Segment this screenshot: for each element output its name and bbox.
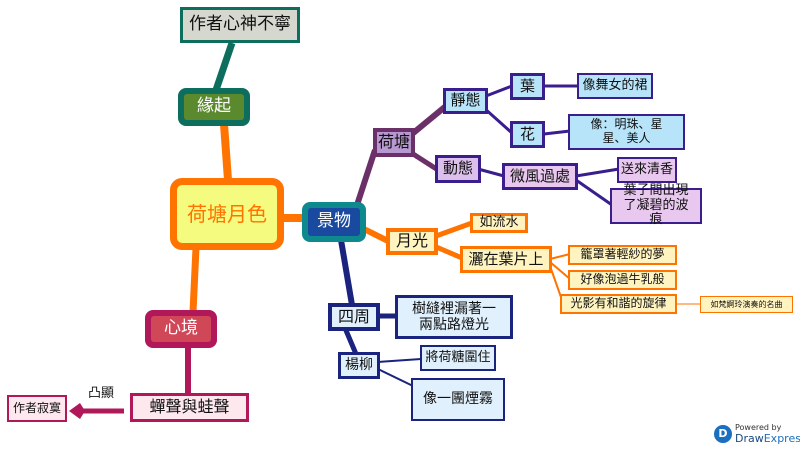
leaf-desc-node[interactable]: 像舞女的裙 <box>577 73 653 99</box>
line-c2-i2 <box>549 261 571 280</box>
line-breeze-c2 <box>575 178 613 207</box>
moon-item-2[interactable]: 好像泡過牛乳般 <box>568 270 677 290</box>
line-static-leaf <box>485 84 513 98</box>
scenery-node[interactable]: 景物 <box>302 202 366 242</box>
line-dynamic-breeze <box>477 167 505 178</box>
line-scenery-pond <box>354 149 378 206</box>
line-pond-static <box>410 103 448 137</box>
line-root-origin <box>220 123 232 181</box>
watermark-brand-1: Draw <box>735 431 764 445</box>
static-node[interactable]: 靜態 <box>443 88 488 114</box>
line-static-flower <box>483 106 513 135</box>
mood-label: 心境 <box>151 316 211 342</box>
origin-node[interactable]: 緣起 <box>178 88 250 126</box>
line-origin-top <box>212 41 236 92</box>
drawexpress-watermark: D Powered by DrawExpress <box>714 423 800 445</box>
root-node[interactable]: 荷塘月色 <box>170 178 284 250</box>
line-willow-c1 <box>377 358 422 363</box>
relation-label: 凸顯 <box>87 385 114 401</box>
line-surround-willow <box>342 327 359 355</box>
watermark-brand-2: Express <box>763 431 800 445</box>
breeze-node[interactable]: 微風過處 <box>502 163 578 190</box>
line-scenery-moon <box>360 225 392 245</box>
willow-c2-node[interactable]: 像一團煙霧 <box>411 378 505 421</box>
relation-target-node[interactable]: 作者寂寞 <box>7 395 67 422</box>
leaf-node[interactable]: 葉 <box>510 73 545 100</box>
moon-item-3[interactable]: 光影有和諧的旋律 <box>560 294 677 314</box>
line-willow-c2 <box>377 368 414 387</box>
line-root-mood <box>189 247 200 313</box>
willow-c1-node[interactable]: 將荷糖圍住 <box>420 345 496 371</box>
watermark-powered: Powered by <box>735 423 782 432</box>
line-c2-i1 <box>549 253 571 260</box>
mood-child-node[interactable]: 蟬聲與蛙聲 <box>130 393 249 422</box>
breeze-c1-node[interactable]: 送來清香 <box>617 157 677 183</box>
line-scenery-surround <box>338 239 355 306</box>
surround-node[interactable]: 四周 <box>328 303 380 331</box>
surround-c1-node[interactable]: 樹縫裡漏著一兩點路燈光 <box>395 295 513 339</box>
origin-label: 緣起 <box>184 94 244 120</box>
line-flower-desc <box>543 129 571 136</box>
moon-c1-node[interactable]: 如流水 <box>470 213 528 233</box>
moon-note-node[interactable]: 如梵婀玲演奏的名曲 <box>700 296 793 313</box>
mood-node[interactable]: 心境 <box>145 310 217 348</box>
dynamic-node[interactable]: 動態 <box>435 155 481 183</box>
willow-node[interactable]: 楊柳 <box>338 352 380 379</box>
origin-child-node[interactable]: 作者心神不寧 <box>180 7 300 43</box>
line-moon-c2 <box>433 243 463 261</box>
relation-arrow-head <box>69 403 85 419</box>
line-moon-c1 <box>435 220 473 239</box>
flower-desc-node[interactable]: 像：明珠、星星、美人 <box>568 114 685 150</box>
drawexpress-logo-icon: D <box>714 424 732 443</box>
moon-c2-node[interactable]: 灑在葉片上 <box>460 246 552 273</box>
scenery-label: 景物 <box>308 208 360 236</box>
breeze-c2-node[interactable]: 葉子間出現了凝碧的波痕 <box>610 183 702 227</box>
flower-node[interactable]: 花 <box>510 121 545 148</box>
pond-node[interactable]: 荷塘 <box>373 128 415 157</box>
line-breeze-c1 <box>575 167 620 178</box>
moon-node[interactable]: 月光 <box>386 228 438 255</box>
moon-item-1[interactable]: 籠罩著輕紗的夢 <box>568 245 677 265</box>
